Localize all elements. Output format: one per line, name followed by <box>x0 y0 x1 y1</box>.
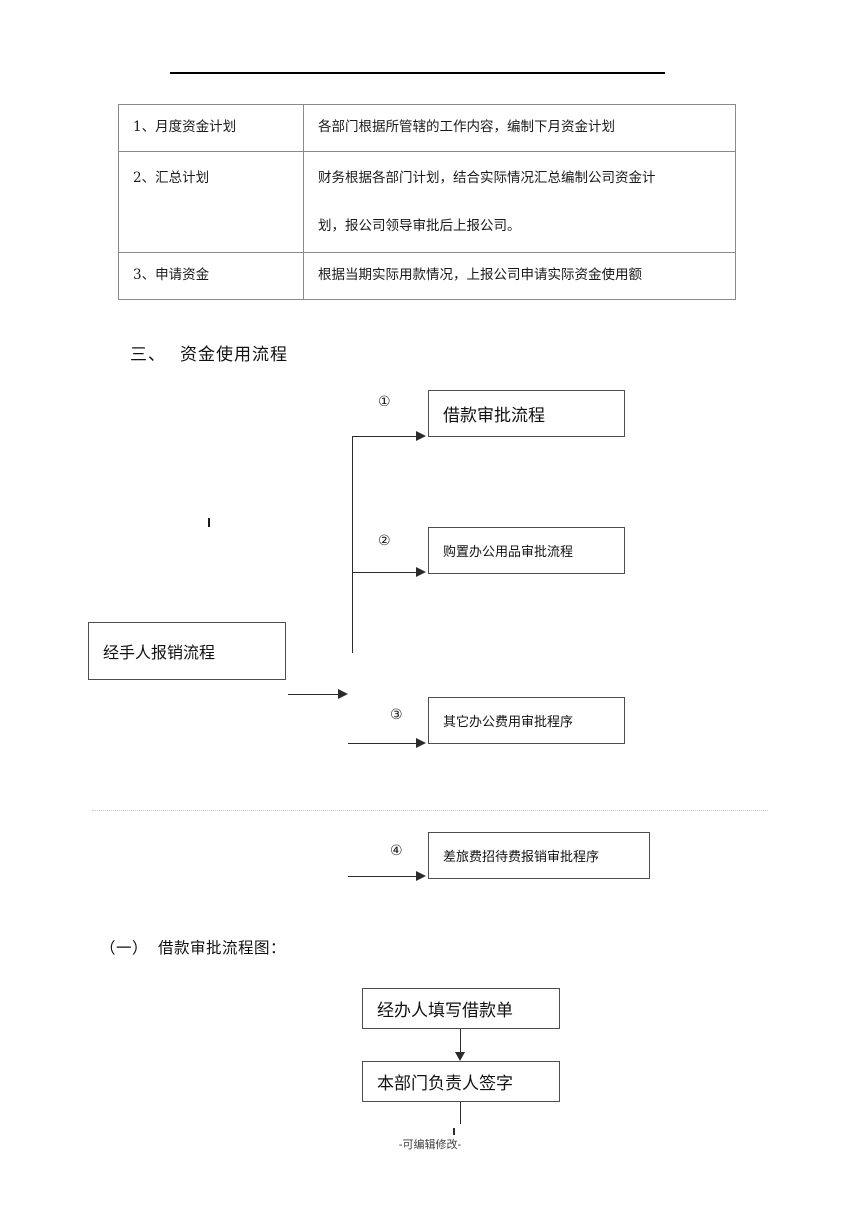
flow-arrow-3-icon <box>416 738 426 748</box>
table-cell-label: 1、月度资金计划 <box>118 104 304 152</box>
flow-arrow-1-icon <box>416 431 426 441</box>
flow-box-branch-4: 差旅费招待费报销审批程序 <box>428 832 650 879</box>
flow-box-branch-2-label: 购置办公用品审批流程 <box>443 545 574 560</box>
loan-flow-step-1-label: 经办人填写借款单 <box>377 1001 513 1021</box>
table-row: 1、月度资金计划 各部门根据所管辖的工作内容，编制下月资金计划 <box>118 104 736 152</box>
flow-box-branch-3: 其它办公费用审批程序 <box>428 697 625 744</box>
table-cell-label: 2、汇总计划 <box>118 151 304 253</box>
flow-connector-3 <box>348 743 418 744</box>
flow-connector-4 <box>348 876 418 877</box>
loan-flow-step-2: 本部门负责人签字 <box>362 1061 560 1102</box>
footer-tick-mark <box>453 1128 455 1135</box>
loan-flow-arrow-1-icon <box>455 1052 465 1061</box>
section-heading-text: 资金使用流程 <box>180 345 288 365</box>
dotted-separator <box>92 810 768 811</box>
branch-marker-1: ① <box>378 394 391 410</box>
flow-box-branch-1: 借款审批流程 <box>428 390 625 437</box>
loan-flow-connector-2 <box>460 1102 461 1124</box>
table-cell-description-text: 财务根据各部门计划，结合实际情况汇总编制公司资金计 <box>318 170 656 186</box>
funding-plan-table: 1、月度资金计划 各部门根据所管辖的工作内容，编制下月资金计划 2、汇总计划 财… <box>118 104 736 300</box>
flow-box-branch-3-label: 其它办公费用审批程序 <box>443 715 574 730</box>
table-cell-description: 各部门根据所管辖的工作内容，编制下月资金计划 <box>303 104 736 152</box>
subsection-heading-number: （一） <box>100 939 149 957</box>
flow-connector-1 <box>352 436 418 437</box>
section-heading: 三、资金使用流程 <box>130 340 288 365</box>
table-cell-description: 财务根据各部门计划，结合实际情况汇总编制公司资金计 划，报公司领导审批后上报公司… <box>303 151 736 253</box>
subsection-heading-text: 借款审批流程图： <box>158 939 287 957</box>
flow-box-branch-4-label: 差旅费招待费报销审批程序 <box>443 850 600 865</box>
flow-connector-source <box>288 694 340 695</box>
branch-marker-4: ④ <box>390 843 403 859</box>
top-horizontal-rule <box>170 72 665 74</box>
table-row: 2、汇总计划 财务根据各部门计划，结合实际情况汇总编制公司资金计 划，报公司领导… <box>118 151 736 253</box>
table-cell-description-text-line2: 划，报公司领导审批后上报公司。 <box>318 217 521 234</box>
stray-tick-mark <box>208 518 210 527</box>
branch-marker-3: ③ <box>390 707 403 723</box>
branch-marker-2: ② <box>378 533 391 549</box>
loan-flow-connector-1 <box>460 1029 461 1055</box>
flow-arrow-4-icon <box>416 871 426 881</box>
flow-arrow-2-icon <box>416 567 426 577</box>
flow-trunk-line <box>352 436 353 653</box>
table-cell-description: 根据当期实际用款情况，上报公司申请实际资金使用额 <box>303 252 736 300</box>
table-cell-label: 3、申请资金 <box>118 252 304 300</box>
table-cell-description-text: 根据当期实际用款情况，上报公司申请实际资金使用额 <box>318 267 642 284</box>
table-row: 3、申请资金 根据当期实际用款情况，上报公司申请实际资金使用额 <box>118 252 736 300</box>
subsection-heading: （一） 借款审批流程图： <box>100 936 286 958</box>
table-cell-description-text: 各部门根据所管辖的工作内容，编制下月资金计划 <box>318 119 615 136</box>
section-heading-number: 三、 <box>130 345 166 365</box>
flow-arrow-source-icon <box>338 689 348 699</box>
loan-flow-step-1: 经办人填写借款单 <box>362 988 560 1029</box>
flow-box-source-label: 经手人报销流程 <box>103 643 216 662</box>
footer-note: -可编辑修改- <box>398 1138 462 1151</box>
flow-box-branch-2: 购置办公用品审批流程 <box>428 527 625 574</box>
flow-box-source: 经手人报销流程 <box>88 622 286 680</box>
loan-flow-step-2-label: 本部门负责人签字 <box>377 1074 513 1094</box>
flow-connector-2 <box>352 572 418 573</box>
flow-box-branch-1-label: 借款审批流程 <box>443 406 545 426</box>
